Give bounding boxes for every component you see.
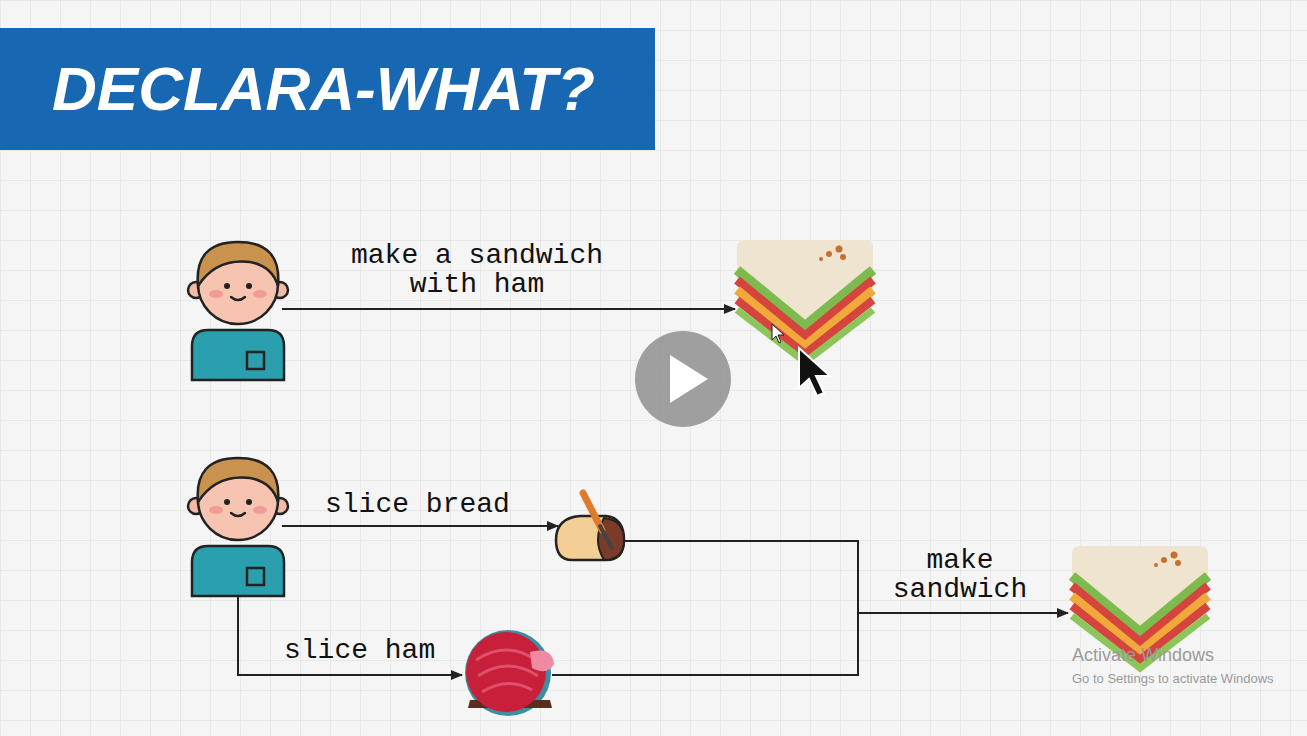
bread-icon bbox=[556, 493, 624, 560]
title-text: DECLARA-WHAT? bbox=[52, 28, 595, 150]
play-button bbox=[670, 355, 708, 403]
arrow-line bbox=[282, 525, 558, 527]
play-button bbox=[635, 331, 731, 427]
arrow-label: make sandwich bbox=[875, 546, 1045, 604]
arrow-line bbox=[238, 596, 462, 675]
title-banner: DECLARA-WHAT? bbox=[0, 28, 655, 150]
person-icon bbox=[188, 458, 288, 596]
ham-icon bbox=[476, 650, 538, 692]
merge-line bbox=[552, 541, 858, 675]
ham-icon bbox=[465, 630, 551, 716]
ham-icon bbox=[466, 632, 546, 712]
arrow-label: slice ham bbox=[284, 636, 435, 665]
sandwich-icon bbox=[737, 240, 873, 362]
watermark: Activate Windows bbox=[1072, 645, 1214, 666]
ham-icon bbox=[465, 630, 554, 716]
person-icon bbox=[188, 242, 288, 380]
play-button bbox=[635, 331, 731, 427]
arrow-line bbox=[858, 612, 1068, 614]
mouse-cursor bbox=[772, 324, 784, 343]
bread-icon bbox=[600, 526, 612, 548]
arrow-line bbox=[282, 308, 735, 310]
bread-icon bbox=[556, 516, 624, 560]
ham-icon bbox=[530, 651, 554, 672]
mouse-cursor bbox=[799, 348, 830, 396]
arrow-label: make a sandwich with ham bbox=[342, 241, 612, 299]
arrow-label: slice bread bbox=[325, 490, 510, 519]
watermark: Go to Settings to activate Windows bbox=[1072, 671, 1274, 686]
